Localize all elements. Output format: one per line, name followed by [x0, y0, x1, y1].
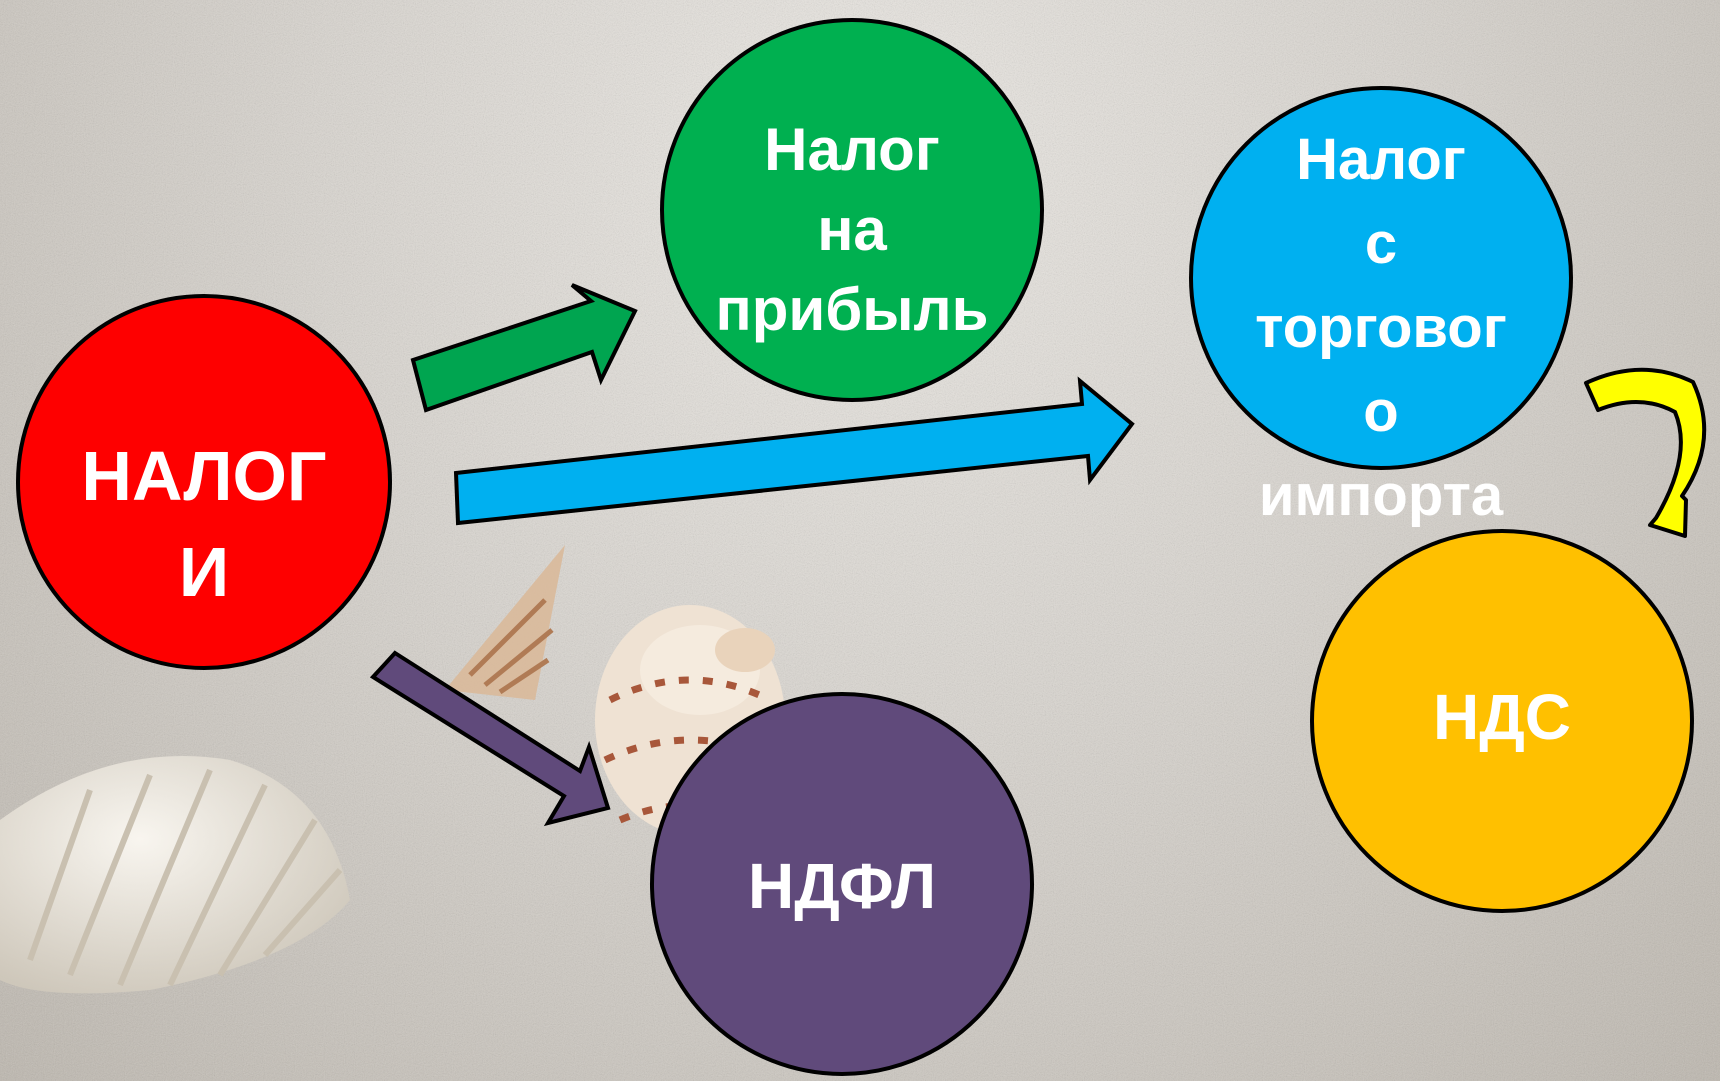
arrow-taxes-to-trade-tax [456, 381, 1132, 523]
arrow-taxes-to-profit-tax [413, 285, 635, 410]
arrow-trade-tax-to-nds [1586, 370, 1704, 536]
node-trade-tax-label: Налог с торговог о импорта [1201, 118, 1561, 538]
node-taxes-label: НАЛОГ И [24, 428, 384, 620]
node-ndfl-label: НДФЛ [662, 844, 1022, 928]
node-profit-tax-label: Налог на прибыль [672, 110, 1032, 350]
arrow-taxes-to-ndfl [373, 653, 608, 823]
node-nds-label: НДС [1322, 675, 1682, 759]
